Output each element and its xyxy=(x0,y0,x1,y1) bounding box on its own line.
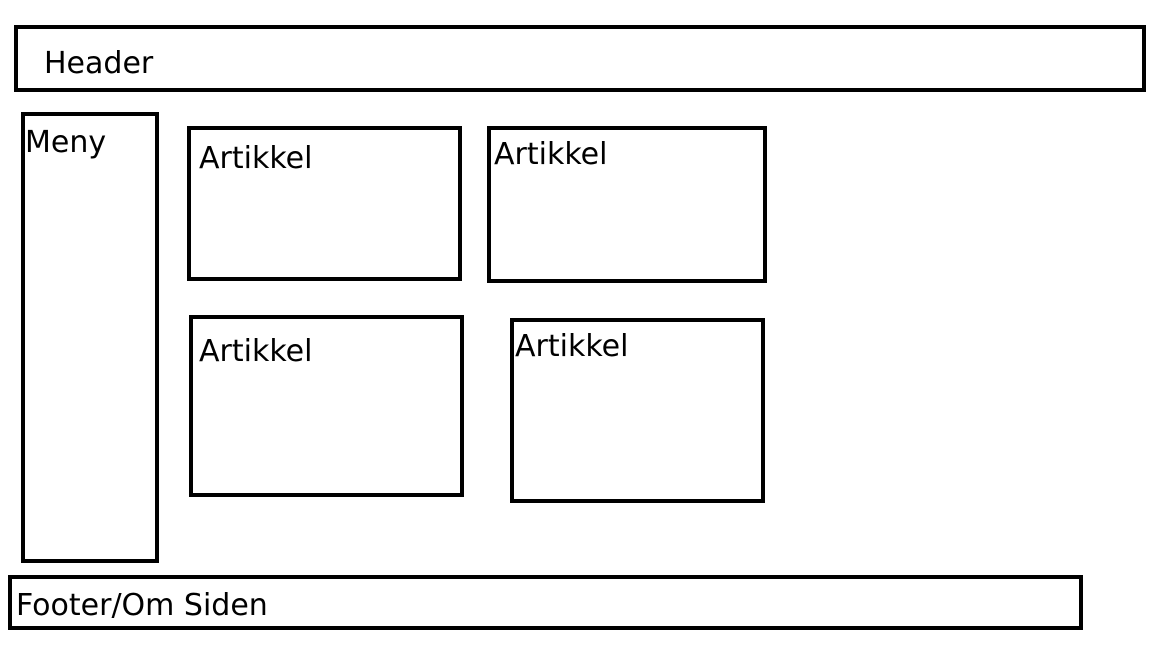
footer-label: Footer/Om Siden xyxy=(16,588,268,623)
article-label: Artikkel xyxy=(494,137,608,172)
article-box: Artikkel xyxy=(189,315,464,497)
menu-box: Meny xyxy=(21,112,159,563)
header-label: Header xyxy=(44,46,154,81)
article-label: Artikkel xyxy=(199,334,313,369)
article-box: Artikkel xyxy=(487,126,767,283)
footer-box: Footer/Om Siden xyxy=(8,575,1083,630)
article-box: Artikkel xyxy=(187,126,462,281)
header-box: Header xyxy=(14,25,1146,92)
article-label: Artikkel xyxy=(199,141,313,176)
article-box: Artikkel xyxy=(510,318,765,503)
menu-label: Meny xyxy=(25,125,107,160)
article-label: Artikkel xyxy=(515,329,629,364)
